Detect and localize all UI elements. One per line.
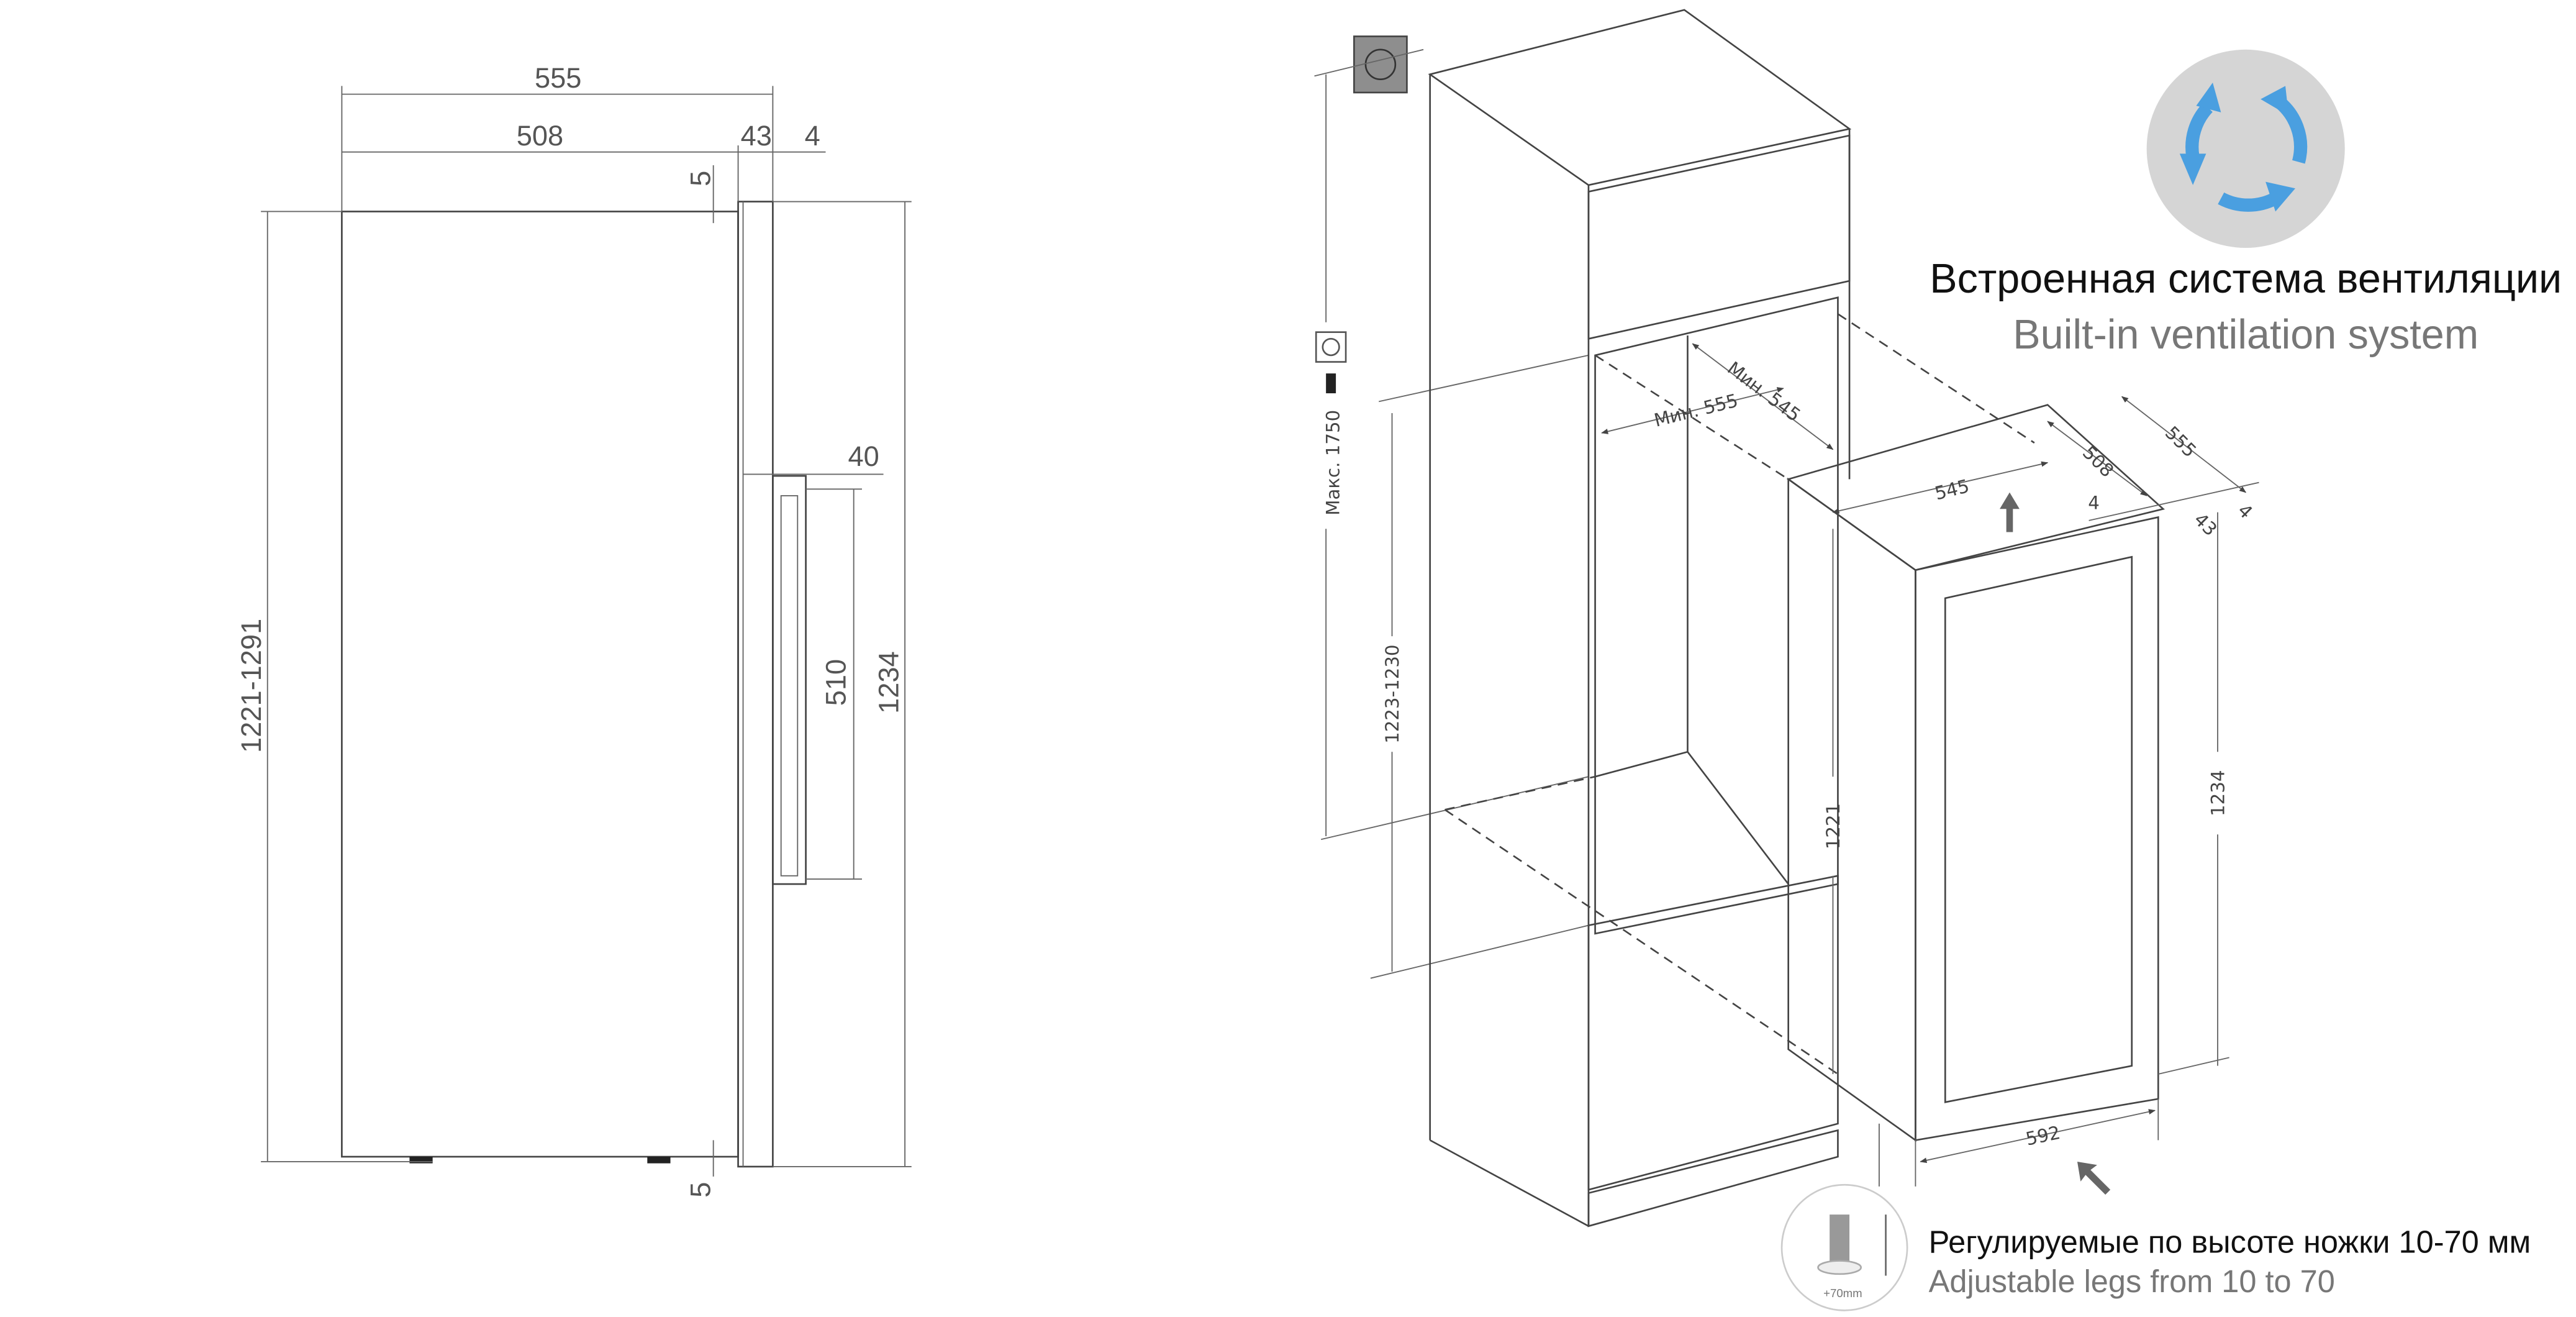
plug-icon [1326,373,1336,394]
dim-body-depth: 508 [517,120,563,152]
foot [647,1156,671,1164]
ventilation-subtitle: Built-in ventilation system [2013,312,2478,358]
plinth [1587,1129,1839,1228]
dim-gap-a: 4 [2088,492,2100,513]
door-handle [772,475,807,885]
dim-unit-depth: 508 [2079,442,2118,481]
dim-body-height: 1221-1291 [235,619,267,753]
dim-door-height: 1234 [873,651,904,714]
dim-total-depth: 555 [535,62,581,94]
dim-niche-width-min: Мин. 555 [1652,390,1740,431]
leg-badge: +70mm [1823,1287,1862,1300]
cabinet-lower-door [1587,875,1839,1191]
dim-handle-length: 510 [820,659,851,706]
up-arrow-icon [2000,492,2020,532]
dim-unit-height: 1221 [1823,803,1844,849]
dim-max-socket-height: Макс. 1750 [1322,410,1343,516]
dim-niche-depth-min: Мин. 545 [1723,357,1804,426]
door-glass [1944,555,2133,1103]
cabinet-body [341,211,739,1158]
installation-drawing: Макс. 1750 1223-1230 Мин. 555 Мин. 545 [1314,9,2259,1228]
ventilation-title: Встроенная система вентиляции [1930,256,2562,302]
wall-socket-icon [1353,35,1408,94]
appliance-door [1915,516,2159,1141]
dim-door-height: 1234 [2208,770,2229,816]
dim-top-gap: 5 [684,171,716,186]
dim-unit-width: 545 [1933,475,1971,504]
legs-feature: +70mm Регулируемые по высоте ножки 10-70… [1780,1123,2531,1311]
insert-direction-arrow-icon [2077,1161,2111,1195]
niche [1594,296,1839,935]
cabinet-top [1428,9,1852,186]
legs-subtitle: Adjustable legs from 10 to 70 [1929,1264,2335,1299]
dim-door-thickness: 43 [741,120,772,152]
cabinet-upper-door [1587,134,1851,340]
dim-niche-height: 1223-1230 [1382,644,1403,743]
appliance-top [1786,404,2166,572]
dim-gap: 4 [805,120,820,152]
socket-icon [1315,331,1347,363]
dim-bottom-gap: 5 [684,1182,716,1198]
dim-door-width: 592 [2024,1122,2062,1150]
ventilation-cycle-icon [2146,49,2345,248]
dim-gap-b: 4 [2234,499,2257,522]
foot [409,1156,433,1164]
dim-handle-depth: 40 [848,440,879,472]
dim-door-thickness: 43 [2190,509,2221,540]
side-view-drawing: 555 508 43 4 5 5 40 510 1234 1221-1291 [235,62,912,1198]
ventilation-feature: Встроенная система вентиляции Built-in v… [1930,49,2562,358]
appliance-side [1787,477,1916,1142]
dim-total-depth: 555 [2161,422,2201,462]
legs-title: Регулируемые по высоте ножки 10-70 мм [1929,1224,2531,1259]
